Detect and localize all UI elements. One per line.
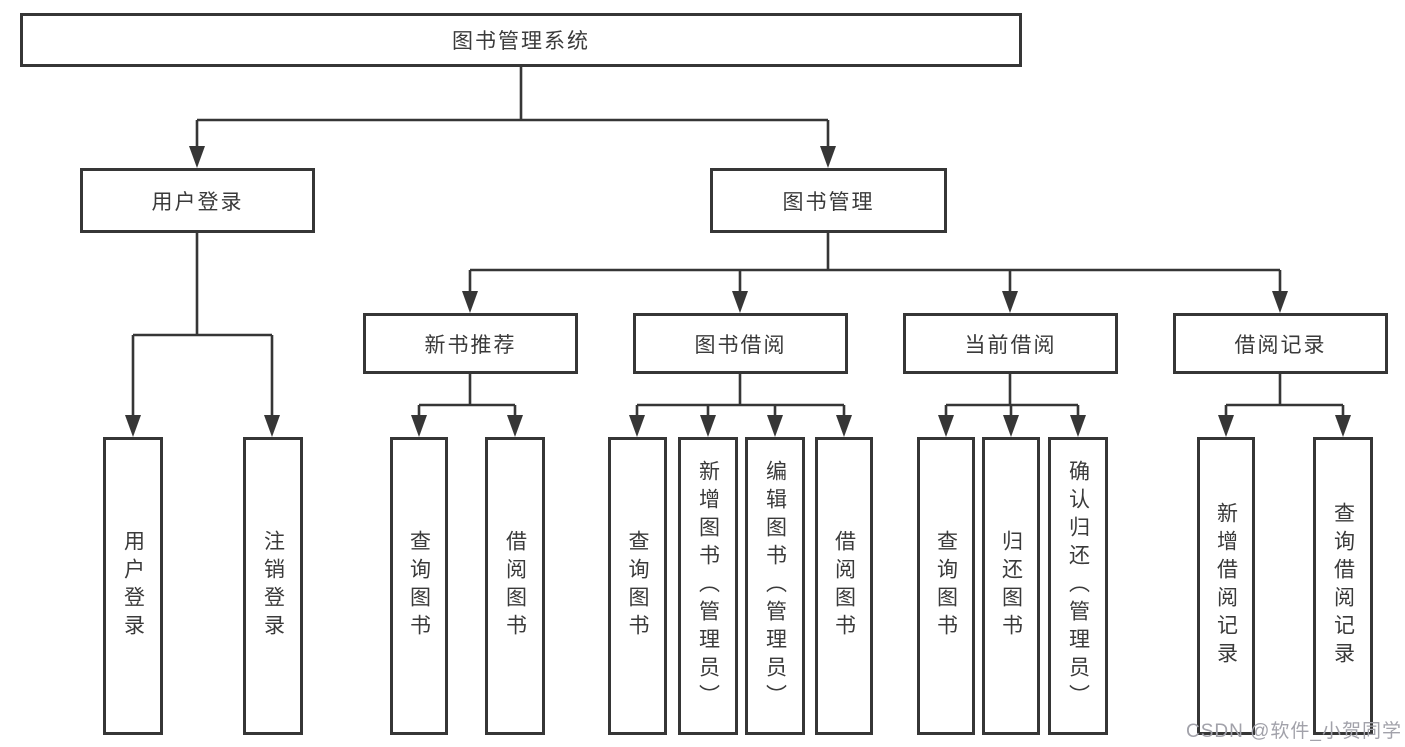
node-records-add-borrow-record: 新增借阅记录 bbox=[1197, 437, 1255, 735]
node-label: 查询借阅记录 bbox=[1331, 502, 1355, 670]
node-book-management: 图书管理 bbox=[710, 168, 947, 233]
node-current-query-books: 查询图书 bbox=[917, 437, 975, 735]
node-borrowing-borrow-books: 借阅图书 bbox=[815, 437, 873, 735]
node-new-book-recommendation: 新书推荐 bbox=[363, 313, 578, 374]
node-borrowing-edit-books-admin: 编辑图书（管理员） bbox=[745, 437, 805, 735]
node-label: 借阅图书 bbox=[832, 530, 856, 642]
node-label: 查询图书 bbox=[626, 530, 649, 642]
node-borrowing-records: 借阅记录 bbox=[1173, 313, 1388, 374]
node-label: 借阅图书 bbox=[503, 530, 527, 642]
node-label: 查询图书 bbox=[934, 530, 958, 642]
node-current-return-books: 归还图书 bbox=[982, 437, 1040, 735]
arrowhead-icons bbox=[125, 146, 1351, 437]
node-label: 借阅记录 bbox=[1234, 333, 1327, 357]
node-recommend-query-books: 查询图书 bbox=[390, 437, 448, 735]
node-label: 图书管理系统 bbox=[452, 30, 590, 53]
node-label: 新书推荐 bbox=[424, 333, 517, 357]
node-label: 用户登录 bbox=[151, 190, 244, 214]
node-logout: 注销登录 bbox=[243, 437, 303, 735]
node-borrowing-add-books-admin: 新增图书（管理员） bbox=[678, 437, 738, 735]
node-user-login: 用户登录 bbox=[80, 168, 315, 233]
node-current-borrowing: 当前借阅 bbox=[903, 313, 1118, 374]
node-label: 确认归还（管理员） bbox=[1066, 460, 1090, 712]
node-label: 查询图书 bbox=[407, 530, 431, 642]
node-user-login-leaf: 用户登录 bbox=[103, 437, 163, 735]
node-records-query-borrow-record: 查询借阅记录 bbox=[1313, 437, 1373, 735]
node-label: 新增图书（管理员） bbox=[696, 460, 720, 712]
csdn-watermark: CSDN @软件_小贺同学 bbox=[1186, 721, 1402, 742]
node-label: 新增借阅记录 bbox=[1214, 502, 1238, 670]
node-label: 注销登录 bbox=[261, 530, 285, 642]
node-library-management-system: 图书管理系统 bbox=[20, 13, 1022, 67]
node-book-borrowing: 图书借阅 bbox=[633, 313, 848, 374]
node-current-confirm-return-admin: 确认归还（管理员） bbox=[1048, 437, 1108, 735]
node-label: 编辑图书（管理员） bbox=[763, 460, 787, 712]
node-label: 图书管理 bbox=[782, 190, 875, 214]
node-label: 归还图书 bbox=[999, 530, 1023, 642]
node-borrowing-query-books: 查询图书 bbox=[608, 437, 667, 735]
node-recommend-borrow-books: 借阅图书 bbox=[485, 437, 545, 735]
node-label: 当前借阅 bbox=[964, 333, 1057, 357]
node-label: 图书借阅 bbox=[694, 333, 787, 357]
node-label: 用户登录 bbox=[121, 530, 145, 642]
